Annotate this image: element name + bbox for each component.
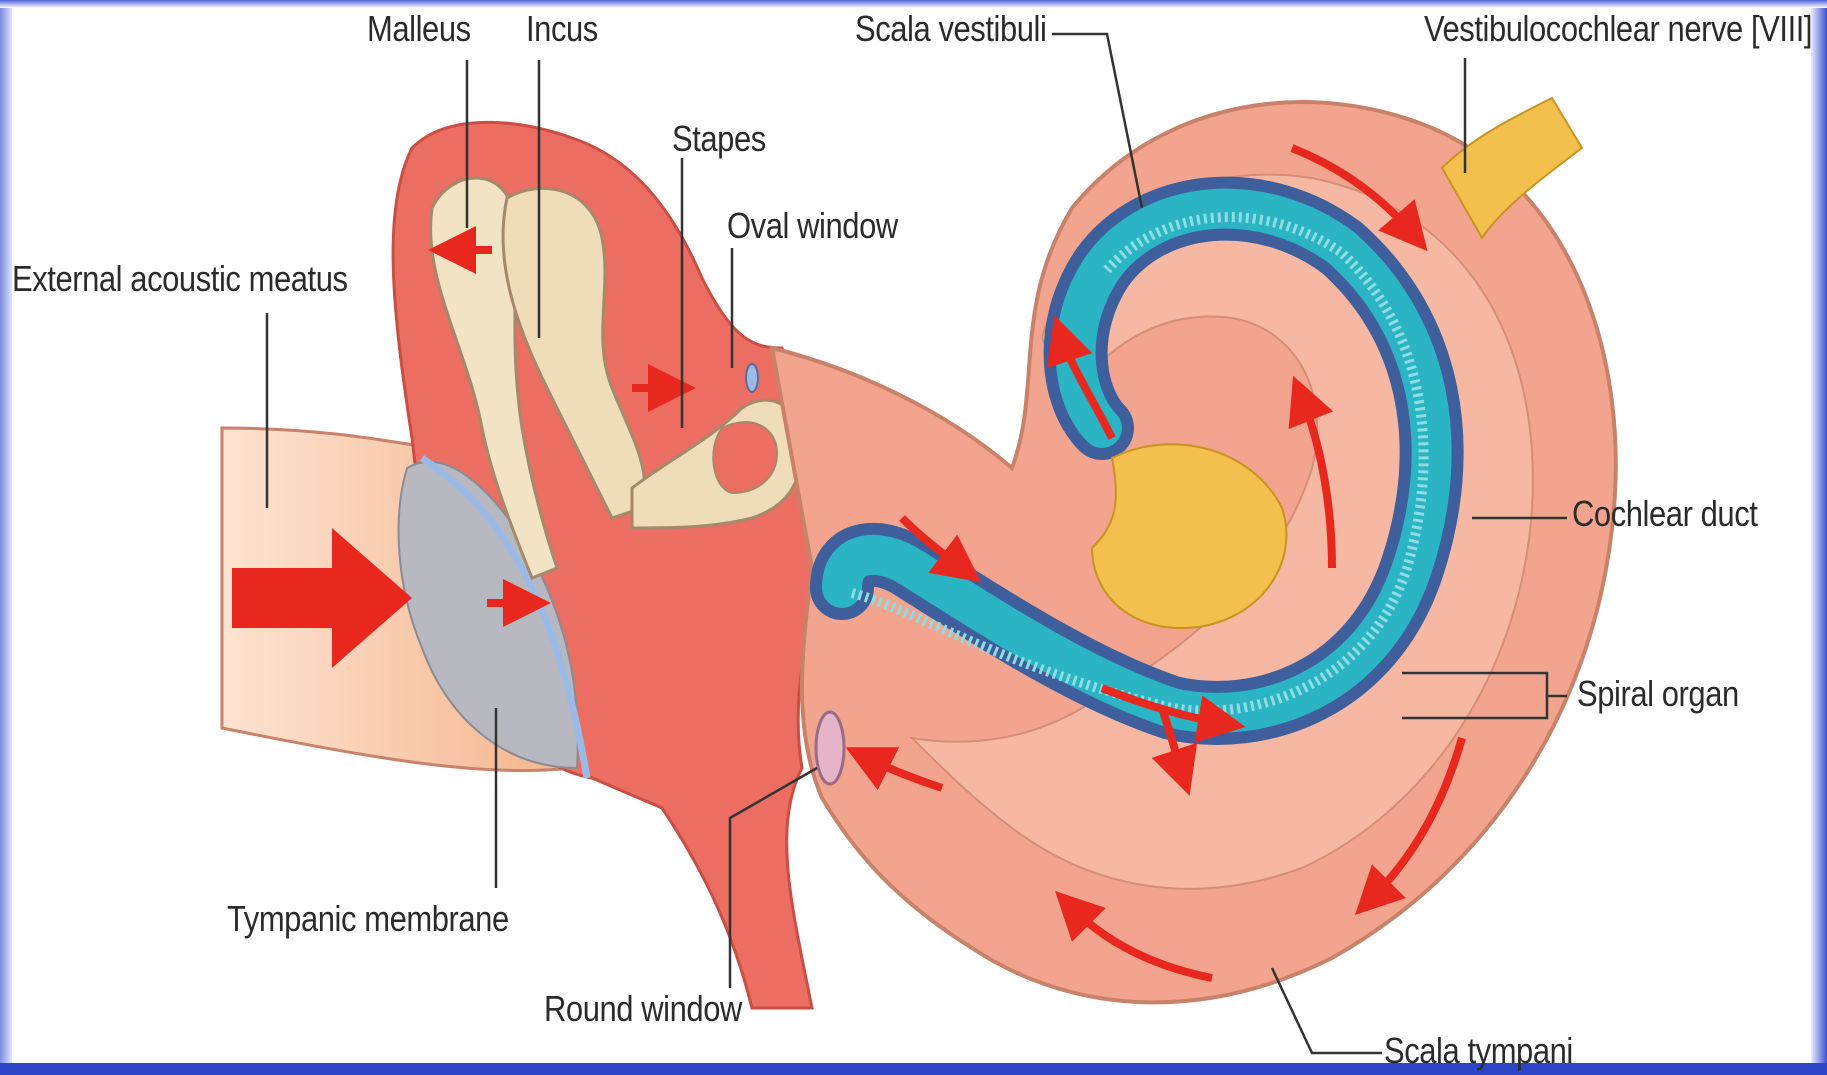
diagram-canvas: Malleus Incus Scala vestibuli Vestibuloc… <box>12 8 1811 1063</box>
label-incus: Incus <box>526 8 598 50</box>
label-stapes: Stapes <box>672 118 766 160</box>
label-vestibulocochlear-nerve: Vestibulocochlear nerve [VIII] <box>1424 8 1812 50</box>
oval-window-shape <box>746 364 758 392</box>
label-oval-window: Oval window <box>727 205 898 247</box>
label-spiral-organ: Spiral organ <box>1577 673 1739 715</box>
slide-border-top <box>0 0 1827 8</box>
label-cochlear-duct: Cochlear duct <box>1572 493 1757 535</box>
label-tympanic-membrane: Tympanic membrane <box>227 898 509 940</box>
label-scala-tympani: Scala tympani <box>1384 1030 1573 1072</box>
slide-border-left <box>0 0 12 1075</box>
round-window-shape <box>816 712 844 784</box>
label-scala-vestibuli: Scala vestibuli <box>855 8 1046 50</box>
label-external-acoustic-meatus: External acoustic meatus <box>12 258 348 300</box>
slide-border-right <box>1811 0 1827 1075</box>
label-round-window: Round window <box>544 988 742 1030</box>
label-malleus: Malleus <box>367 8 471 50</box>
